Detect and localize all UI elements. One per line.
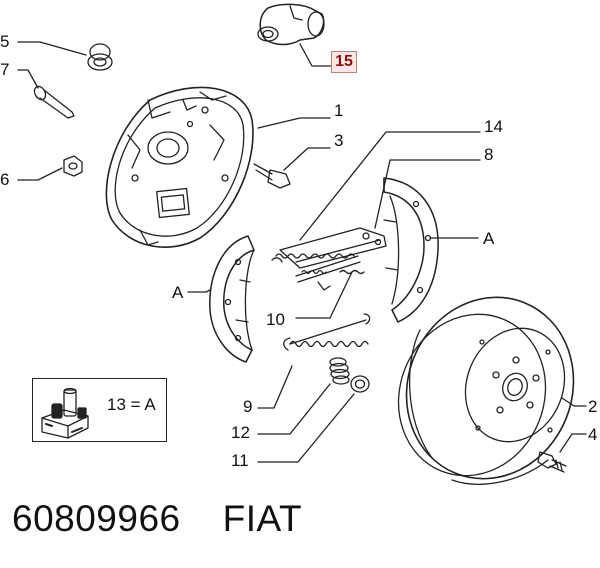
leader-8 [374, 159, 481, 229]
callout-4: 4 [588, 425, 598, 444]
leader-5 [17, 41, 87, 56]
part-number: 60809966 [12, 498, 181, 539]
leader-2 [561, 397, 587, 407]
backing-plate [105, 86, 254, 248]
wheel-stud [537, 451, 567, 473]
brake-drum [397, 296, 575, 485]
callout-3: 3 [334, 131, 344, 150]
leader-1 [257, 117, 331, 129]
callout-2: 2 [588, 397, 598, 416]
callout-11: 11 [231, 451, 249, 470]
kit-legend-box: 13 = A [32, 378, 167, 442]
callout-5: 5 [0, 32, 10, 51]
callout-15-highlighted: 15 [331, 51, 357, 73]
brake-shoe-left [209, 235, 255, 363]
brake-shoe-right [383, 177, 439, 323]
bolt [253, 163, 291, 189]
callout-9: 9 [243, 397, 253, 416]
callout-7: 7 [0, 60, 10, 79]
wheel-cylinder [257, 3, 325, 46]
leader-12 [257, 383, 331, 435]
leader-9 [257, 365, 293, 409]
grommet [87, 43, 113, 71]
leader-11 [257, 393, 355, 463]
footer-caption: 60809966 FIAT [12, 498, 302, 540]
adjuster-assembly [271, 227, 387, 291]
leader-7 [17, 69, 39, 89]
callout-10: 10 [266, 310, 285, 329]
callout-a-left: A [172, 283, 184, 302]
cup-washer [350, 375, 370, 393]
nut [63, 155, 83, 177]
callout-12: 12 [231, 423, 250, 442]
kit-icon [41, 387, 89, 439]
leader-6 [17, 167, 63, 181]
kit-legend-text: 13 = A [107, 395, 156, 414]
pin [33, 85, 75, 119]
leader-a-left [187, 289, 211, 293]
callout-a-right: A [483, 229, 495, 248]
leader-4 [559, 433, 587, 453]
leader-15 [299, 43, 334, 67]
leader-14 [299, 131, 481, 241]
callout-8: 8 [484, 145, 494, 164]
return-spring [283, 313, 371, 351]
hold-down-spring [329, 357, 350, 385]
callout-1: 1 [334, 101, 344, 120]
leader-10 [295, 271, 353, 319]
callout-6: 6 [0, 170, 10, 189]
brand-name: FIAT [222, 498, 303, 539]
leader-3 [283, 147, 331, 171]
callout-14: 14 [484, 117, 503, 136]
